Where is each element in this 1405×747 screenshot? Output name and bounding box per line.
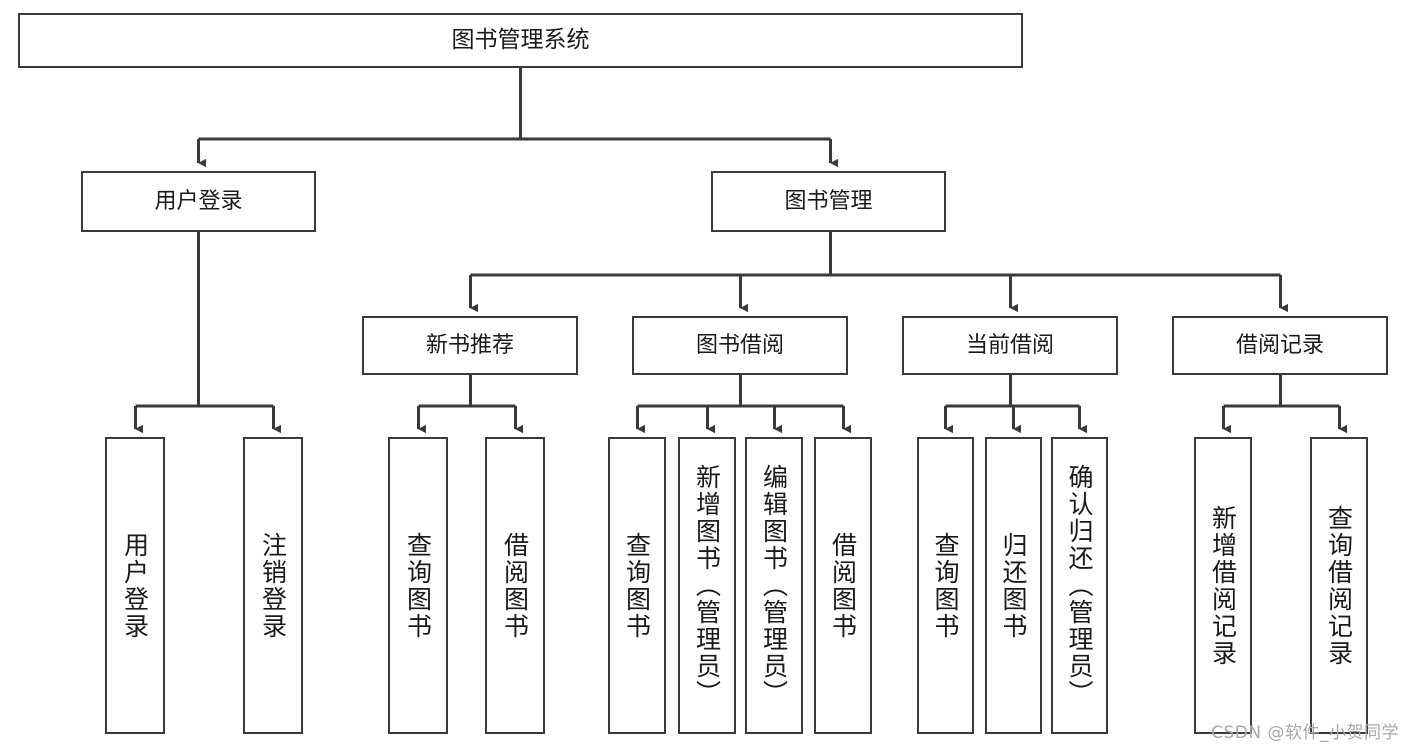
node-label: 查询图书 [931,531,960,640]
leaf-borrow-book[interactable]: 借阅图书 [814,437,872,734]
leaf-logout[interactable]: 注销登录 [243,437,303,734]
node-label: 查询借阅记录 [1324,504,1354,667]
node-book-borrow[interactable]: 图书借阅 [632,316,848,375]
node-label: 借阅图书 [500,531,530,640]
node-label: 归还图书 [999,531,1028,640]
node-current-borrow[interactable]: 当前借阅 [902,316,1118,375]
leaf-query-book-borrow[interactable]: 查询图书 [608,437,666,734]
node-label: 查询图书 [403,531,433,640]
node-borrow-record[interactable]: 借阅记录 [1172,316,1388,375]
leaf-user-login[interactable]: 用户登录 [105,437,165,734]
node-label: 图书管理系统 [451,27,590,54]
node-new-book-recommend[interactable]: 新书推荐 [362,316,578,375]
leaf-confirm-return-admin[interactable]: 确认归还（管理员） [1051,437,1108,734]
node-label: 编辑图书（管理员） [759,464,789,707]
node-label: 新增借阅记录 [1208,504,1238,667]
leaf-add-book-admin[interactable]: 新增图书（管理员） [678,437,736,734]
node-label: 借阅记录 [1235,332,1324,358]
node-label: 新增图书（管理员） [692,464,722,707]
leaf-query-borrow-record[interactable]: 查询借阅记录 [1310,437,1368,734]
leaf-return-book[interactable]: 归还图书 [985,437,1042,734]
leaf-add-borrow-record[interactable]: 新增借阅记录 [1194,437,1252,734]
node-label: 用户登录 [154,188,243,214]
node-label: 图书借阅 [695,332,784,358]
leaf-borrow-book-newbook[interactable]: 借阅图书 [485,437,545,734]
leaf-query-book-current[interactable]: 查询图书 [917,437,974,734]
node-label: 图书管理 [784,188,873,214]
leaf-edit-book-admin[interactable]: 编辑图书（管理员） [745,437,803,734]
node-user-login[interactable]: 用户登录 [81,171,316,232]
leaf-query-book-newbook[interactable]: 查询图书 [388,437,448,734]
node-label: 用户登录 [120,531,150,640]
node-book-management[interactable]: 图书管理 [711,171,946,232]
node-label: 查询图书 [622,531,652,640]
node-label: 新书推荐 [425,332,514,358]
node-label: 当前借阅 [965,332,1054,358]
node-label: 注销登录 [258,531,288,640]
node-label: 借阅图书 [828,531,858,640]
node-root-system[interactable]: 图书管理系统 [18,13,1023,68]
node-label: 确认归还（管理员） [1065,464,1094,707]
